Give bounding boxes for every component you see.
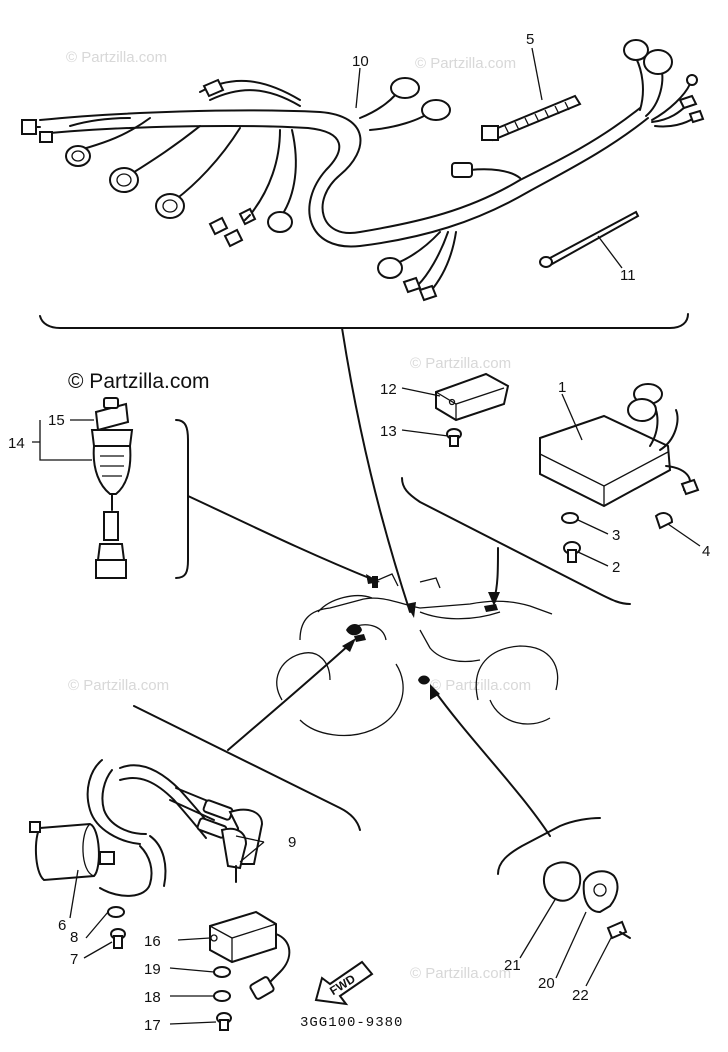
callout-3: 3 [612,527,620,544]
callout-1: 1 [558,379,566,396]
pointer-lines [187,327,551,837]
rectifier-regulator [539,383,700,563]
switch-bracket [175,419,189,579]
callout-9: 9 [288,834,296,851]
callout-20: 20 [538,975,555,992]
callout-7: 7 [70,951,78,968]
callout-5: 5 [526,31,534,48]
coil-bracket [133,705,361,831]
pickup-assembly [542,861,631,940]
callout-10: 10 [352,53,369,70]
pickup-bracket [497,817,601,875]
callout-12: 12 [380,381,397,398]
callout-15: 15 [48,412,65,429]
watermark-bottom: © Partzilla.com [410,965,511,982]
callout-6: 6 [58,917,66,934]
callout-16: 16 [144,933,161,950]
ignition-coil [29,759,264,949]
callout-13: 13 [380,423,397,440]
faint-watermarks: © Partzilla.com © Partzilla.com © Partzi… [66,49,531,982]
callout-18: 18 [144,989,161,1006]
harness-bracket [39,313,689,329]
cable-tie [539,210,640,268]
callout-21: 21 [504,957,521,974]
callout-11: 11 [620,267,636,284]
callout-4: 4 [702,543,710,560]
callout-2: 2 [612,559,620,576]
forward-arrow-symbol: FWD [314,960,374,1006]
relay-unit [435,372,510,447]
callout-8: 8 [70,929,78,946]
watermark-lower-right: © Partzilla.com [430,677,531,694]
main-switch [90,397,134,579]
watermark-top-left: © Partzilla.com [66,49,167,66]
watermark-main: © Partzilla.com [68,370,210,393]
callout-numbers: 10 5 11 12 13 1 3 2 4 15 14 9 6 8 7 16 1… [8,31,710,1034]
callout-14: 14 [8,435,25,452]
watermark-lower-left: © Partzilla.com [68,677,169,694]
vehicle-outline [276,573,559,737]
cable-band [481,94,582,142]
wire-harness [21,39,705,302]
callout-17: 17 [144,1017,161,1034]
leader-lines [32,47,701,1025]
regulator-bracket [401,477,631,605]
watermark-top-middle: © Partzilla.com [415,55,516,72]
callout-22: 22 [572,987,589,1004]
diagram-code: 3GG100-9380 [300,1015,403,1031]
cdi-unit [209,910,291,1031]
watermark-mid-right: © Partzilla.com [410,355,511,372]
callout-19: 19 [144,961,161,978]
